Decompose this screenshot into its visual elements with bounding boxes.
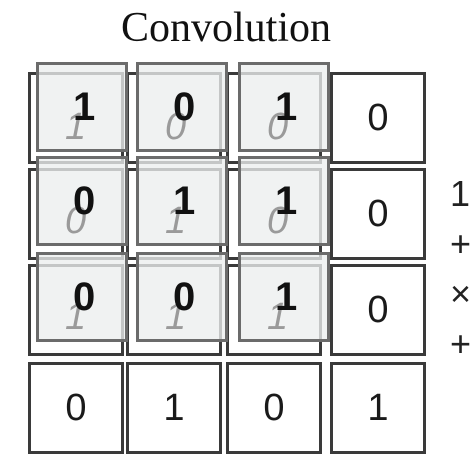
grid-cell-r3-c1: 1 [126,362,222,454]
grid-cell-value: 0 [263,387,285,429]
kernel-value: 0 [73,179,96,223]
kernel-shadow-value: 0 [267,200,289,242]
kernel-shadow-value: 1 [65,106,87,148]
grid-cell-r0-c3: 0 [330,72,426,164]
diagram-title: Convolution [120,5,332,51]
kernel-value: 0 [173,85,196,129]
grid-cell-value: 0 [367,289,389,331]
grid-cell-value: 0 [367,97,389,139]
kernel-shadow-value: 0 [165,106,187,148]
grid-cell-value: 1 [367,387,389,429]
kernel-value: 1 [275,275,298,319]
kernel-shadow-value: 1 [165,296,187,338]
kernel-value: 1 [275,85,298,129]
kernel-shadow-value: 0 [267,106,289,148]
kernel-value: 1 [73,85,96,129]
equation-operator-plus-2: + [450,323,472,364]
kernel-shadow-value: 1 [65,296,87,338]
grid-cell-r3-c2: 0 [226,362,322,454]
equation-operator-times: × [450,273,472,314]
kernel-shadow-value: 1 [165,200,187,242]
kernel-value: 1 [275,179,298,223]
grid-cell-r1-c3: 0 [330,168,426,260]
grid-cell-value: 0 [65,387,87,429]
kernel-value: 1 [173,179,196,223]
grid-cell-value: 0 [367,193,389,235]
kernel-shadow-value: 0 [65,200,87,242]
equation-term-0: 1 [450,173,471,214]
kernel-value: 0 [173,275,196,319]
grid-cell-r3-c3: 1 [330,362,426,454]
grid-cell-value: 1 [163,387,185,429]
equation-operator-plus-1: + [450,223,472,264]
kernel-shadow-value: 1 [267,296,289,338]
kernel-value: 0 [73,275,96,319]
grid-cell-r3-c0: 0 [28,362,124,454]
grid-cell-r2-c3: 0 [330,264,426,356]
